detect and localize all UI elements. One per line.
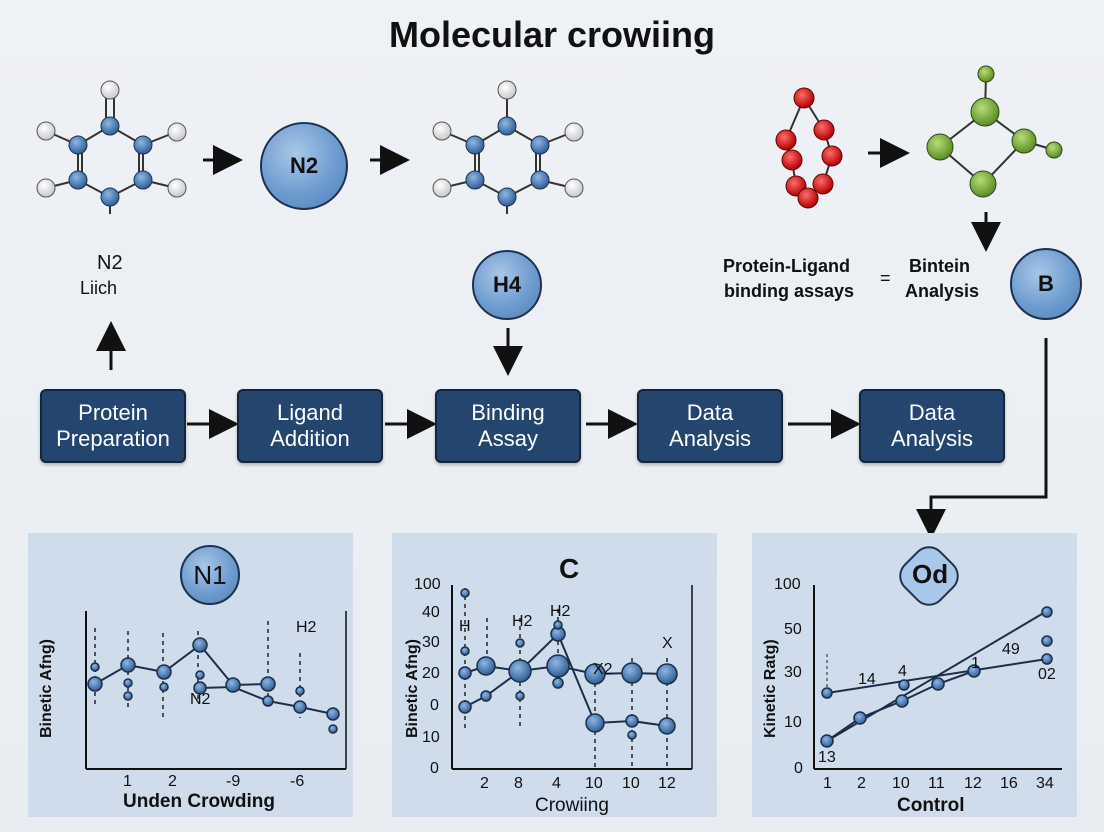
hexagon-atoms-middle <box>432 80 584 207</box>
step-line2: Analysis <box>891 426 973 451</box>
badge-od: Od <box>912 559 949 589</box>
panel-c-annotation: H2 <box>550 603 571 620</box>
panel-c-annotation: X <box>662 635 673 652</box>
step-binding-assay: Binding Assay <box>435 389 581 463</box>
panel-od-xlabel: Control <box>897 795 965 816</box>
step-line1: Data <box>686 400 734 425</box>
panel-c-ytick: 10 <box>422 729 440 746</box>
panel-od-annotation: 13 <box>818 749 836 766</box>
panel-od-xtick: 1 <box>823 775 832 792</box>
h4-bubble: H4 <box>472 250 542 320</box>
panel-n1-annotation: N2 <box>190 691 211 708</box>
panel-n1-plot <box>85 611 347 770</box>
protein-ligand-label: Protein-Ligand <box>723 256 850 276</box>
step-data-analysis-2: Data Analysis <box>859 389 1005 463</box>
panel-n1-xlabel: Unden Crowding <box>123 791 275 812</box>
panel-od: Od Kinetic Ratg) Control 100 50 30 10 0 … <box>752 533 1077 817</box>
badge-od-frame <box>899 546 959 606</box>
panel-n1-xtick: -9 <box>226 773 241 790</box>
panel-od-plot <box>813 585 1062 770</box>
step-line1: Data <box>908 400 956 425</box>
bintein-label: Bintein <box>909 256 970 276</box>
step-data-analysis-1: Data Analysis <box>637 389 783 463</box>
panel-od-xtick: 34 <box>1036 775 1054 792</box>
panel-od-annotation: 4 <box>898 663 907 680</box>
panel-od-xtick: 10 <box>892 775 910 792</box>
panel-n1-annotation: H2 <box>296 619 317 636</box>
green-molecule <box>939 74 1055 185</box>
panel-c-xtick: 12 <box>658 775 676 792</box>
panel-od-xtick: 16 <box>1000 775 1018 792</box>
badge-c: C <box>559 553 580 584</box>
panel-c-ytick: 20 <box>422 665 440 682</box>
panel-c-xtick: 8 <box>514 775 523 792</box>
panel-c-xtick: 10 <box>585 775 603 792</box>
panel-c-xtick: 2 <box>480 775 489 792</box>
flow-arrows <box>96 138 1048 539</box>
hexagon-atoms-left <box>36 80 187 207</box>
liich-ring-label: Liich <box>80 278 118 298</box>
panel-od-annotation: 02 <box>1038 666 1056 683</box>
panel-od-annotation: 14 <box>858 671 876 688</box>
b-bubble: B <box>1010 248 1082 320</box>
panel-od-annotation: 49 <box>1002 641 1020 658</box>
panel-od-ylabel: Kinetic Ratg) <box>762 639 779 738</box>
n2-bubble: N2 <box>260 122 348 210</box>
binding-assays-label: binding assays <box>724 281 855 301</box>
step-line2: Assay <box>478 426 538 451</box>
panel-c-xtick: 4 <box>552 775 561 792</box>
panel-c-ytick: 0 <box>430 760 439 777</box>
bintein-analysis-label: Analysis <box>905 281 980 301</box>
panel-c-ytick: 30 <box>422 634 440 651</box>
panel-od-ytick: 30 <box>784 664 802 681</box>
step-line1: Ligand <box>276 400 344 425</box>
panel-od-annotation: 1 <box>971 655 980 672</box>
panel-od-xtick: 12 <box>964 775 982 792</box>
step-line1: Binding <box>471 400 545 425</box>
panel-od-ytick: 100 <box>774 576 801 593</box>
panel-od-ytick: 0 <box>794 760 803 777</box>
panel-od-ytick: 10 <box>784 714 802 731</box>
step-line2: Analysis <box>669 426 751 451</box>
equals-sign: = <box>880 268 891 288</box>
panel-n1-xtick: 2 <box>168 773 177 790</box>
panel-n1-ylabel: Binetic Afng) <box>38 639 55 738</box>
panel-od-ytick: 50 <box>784 621 802 638</box>
panel-n1-xtick: -6 <box>290 773 305 790</box>
badge-n1: N1 <box>180 545 240 605</box>
panel-c-annotation: X2 <box>593 661 613 678</box>
n2-ring-label: N2 <box>97 252 123 274</box>
panel-c-annotation: H <box>459 618 471 635</box>
page-title: Molecular crowiing <box>388 14 716 55</box>
panel-c-ytick: 40 <box>422 604 440 621</box>
step-ligand-addition: Ligand Addition <box>237 389 383 463</box>
panel-c-ytick: 0 <box>430 697 439 714</box>
panel-n1: N1 Binetic Afng) Unden Crowding 1 2 -9 -… <box>28 533 353 817</box>
panel-c-ytick: 100 <box>414 576 441 593</box>
step-line2: Addition <box>270 426 350 451</box>
panel-c-ylabel: Binetic Afng) <box>404 639 421 738</box>
panel-n1-xtick: 1 <box>123 773 132 790</box>
panel-c-plot <box>451 585 693 770</box>
green-atoms <box>926 65 1063 198</box>
step-line1: Protein <box>78 400 148 425</box>
step-line2: Preparation <box>56 426 170 451</box>
panel-od-xtick: 2 <box>857 775 866 792</box>
step-protein-preparation: Protein Preparation <box>40 389 186 463</box>
panel-c-xtick: 10 <box>622 775 640 792</box>
panel-c: C Binetic Afng) Crowiing 100 40 30 20 0 … <box>392 533 717 817</box>
panel-c-xlabel: Crowiing <box>535 795 609 816</box>
panel-od-xtick: 11 <box>928 775 945 792</box>
red-ring-atoms <box>775 87 843 209</box>
panel-c-annotation: H2 <box>512 613 533 630</box>
